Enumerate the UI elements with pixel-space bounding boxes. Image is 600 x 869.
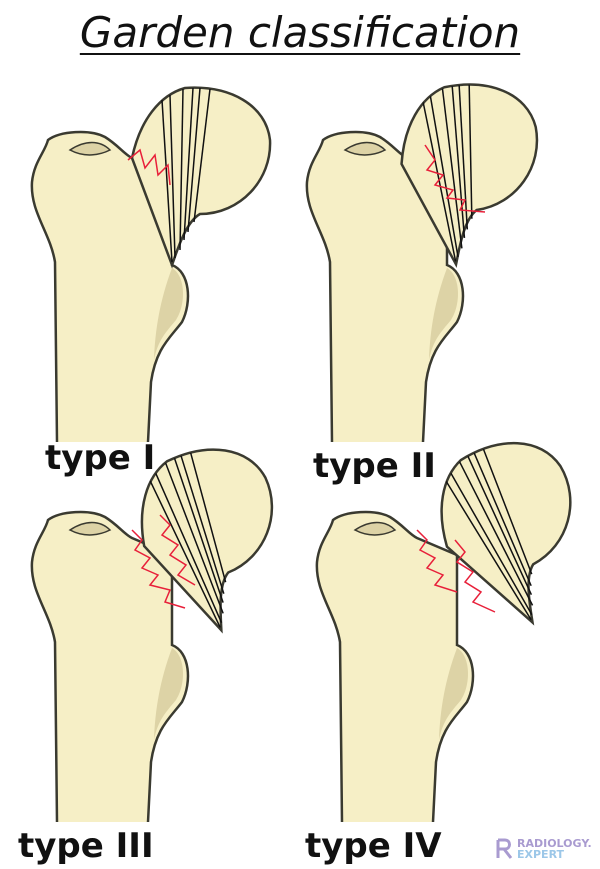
label-type-1: type I bbox=[45, 438, 156, 478]
logo-line1: RADIOLOGY. bbox=[517, 837, 592, 850]
logo-r-icon bbox=[496, 838, 513, 859]
label-type-2: type II bbox=[313, 446, 436, 486]
femur-type-1 bbox=[30, 86, 272, 444]
page-title: Garden classification bbox=[79, 8, 521, 57]
femur-type-2 bbox=[305, 73, 555, 444]
radiology-expert-logo: RADIOLOGY. EXPERT bbox=[496, 838, 592, 860]
femur-type-3 bbox=[30, 427, 314, 824]
logo-line2: EXPERT bbox=[517, 848, 565, 861]
femur-type-4 bbox=[315, 418, 600, 824]
label-type-4: type IV bbox=[305, 826, 442, 866]
label-type-3: type III bbox=[18, 826, 154, 866]
